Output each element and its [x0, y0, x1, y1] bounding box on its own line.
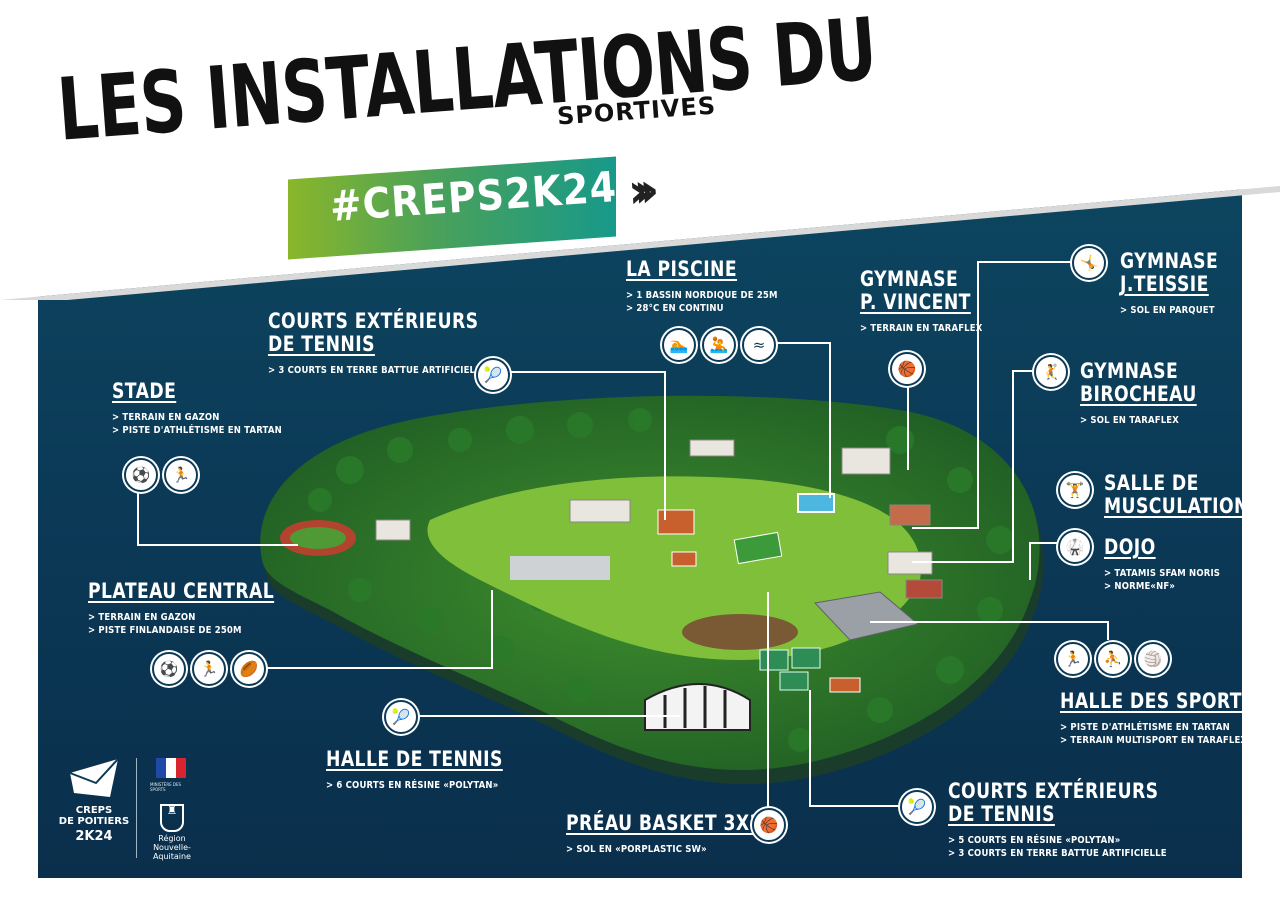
diving-icon: ≈	[742, 328, 776, 362]
tennis-icon: 🎾	[900, 790, 934, 824]
creps-logo: CREPS DE POITIERS 2K24	[58, 755, 130, 844]
hurdles-icon: ⛹	[1096, 642, 1130, 676]
label-gymnase-teissie: GYMNASE J.TEISSIE > SOL EN PARQUET	[1120, 249, 1219, 317]
envelope-icon	[69, 758, 119, 797]
stadium	[280, 520, 356, 556]
icons-musculation: 🏋	[1058, 473, 1092, 507]
region-nouvelle-aquitaine-logo: ♜ Région Nouvelle- Aquitaine	[153, 803, 191, 861]
clay-courts	[657, 509, 695, 535]
running-icon: 🏃	[192, 652, 226, 686]
icons-courts-exterieurs-2: 🎾	[900, 790, 934, 824]
tennis-icon: 🎾	[476, 358, 510, 392]
tennis-icon: 🎾	[384, 700, 418, 734]
weights-icon: 🏋	[1058, 473, 1092, 507]
icons-piscine: 🏊 🤽 ≈	[662, 328, 776, 362]
lion-shield-icon: ♜	[160, 804, 184, 832]
ministere-text: MINISTÈRE DES SPORTS	[150, 782, 182, 792]
label-piscine: LA PISCINE > 1 BASSIN NORDIQUE DE 25M > …	[626, 257, 778, 315]
label-musculation: SALLE DE MUSCULATION	[1104, 471, 1249, 518]
label-halle-des-sports: HALLE DES SPORTS > PISTE D'ATHLÉTISME EN…	[1060, 689, 1255, 747]
label-courts-exterieurs-1: COURTS EXTÉRIEURS DE TENNIS > 3 COURTS E…	[268, 309, 487, 377]
judo-icon: 🥋	[1058, 530, 1092, 564]
icons-gymnase-birocheau: 🤾	[1034, 355, 1068, 389]
icons-gymnase-teissie: 🤸	[1072, 246, 1106, 280]
handball-icon: 🤾	[1034, 355, 1068, 389]
football-icon: ⚽	[152, 652, 186, 686]
label-courts-exterieurs-2: COURTS EXTÉRIEURS DE TENNIS > 5 COURTS E…	[948, 779, 1167, 860]
icons-gymnase-vincent: 🏀	[890, 352, 924, 386]
republique-francaise-logo	[156, 758, 186, 778]
label-preau-basket: PRÉAU BASKET 3X3 > SOL EN «PORPLASTIC SW…	[566, 811, 762, 856]
basketball-icon: 🏀	[752, 808, 786, 842]
logo-divider	[136, 758, 137, 858]
volleyball-icon: 🏐	[1136, 642, 1170, 676]
label-plateau-central: PLATEAU CENTRAL > TERRAIN EN GAZON > PIS…	[88, 579, 275, 637]
parking	[510, 556, 610, 580]
water-polo-icon: 🤽	[702, 328, 736, 362]
icons-halle-des-sports: 🏃 ⛹ 🏐	[1056, 642, 1170, 676]
label-stade: STADE > TERRAIN EN GAZON > PISTE D'ATHLÉ…	[112, 379, 282, 437]
label-dojo: DOJO > TATAMIS SFAM NORIS > NORME«NF»	[1104, 535, 1221, 593]
running-icon: 🏃	[164, 458, 198, 492]
icons-preau-basket: 🏀	[752, 808, 786, 842]
gymnastics-icon: 🤸	[1072, 246, 1106, 280]
pool	[797, 493, 835, 513]
rugby-icon: 🏉	[232, 652, 266, 686]
basketball-icon: 🏀	[890, 352, 924, 386]
label-gymnase-vincent: GYMNASE P. VINCENT > TERRAIN EN TARAFLEX	[860, 267, 983, 335]
icons-courts-exterieurs-1: 🎾	[476, 358, 510, 392]
label-halle-de-tennis: HALLE DE TENNIS > 6 COURTS EN RÉSINE «PO…	[326, 747, 503, 792]
icons-plateau-central: ⚽ 🏃 🏉	[152, 652, 266, 686]
icons-stade: ⚽ 🏃	[124, 458, 198, 492]
label-gymnase-birocheau: GYMNASE BIROCHEAU > SOL EN TARAFLEX	[1080, 359, 1197, 427]
football-icon: ⚽	[124, 458, 158, 492]
icons-halle-de-tennis: 🎾	[384, 700, 418, 734]
running-icon: 🏃	[1056, 642, 1090, 676]
icons-dojo: 🥋	[1058, 530, 1092, 564]
swimming-icon: 🏊	[662, 328, 696, 362]
